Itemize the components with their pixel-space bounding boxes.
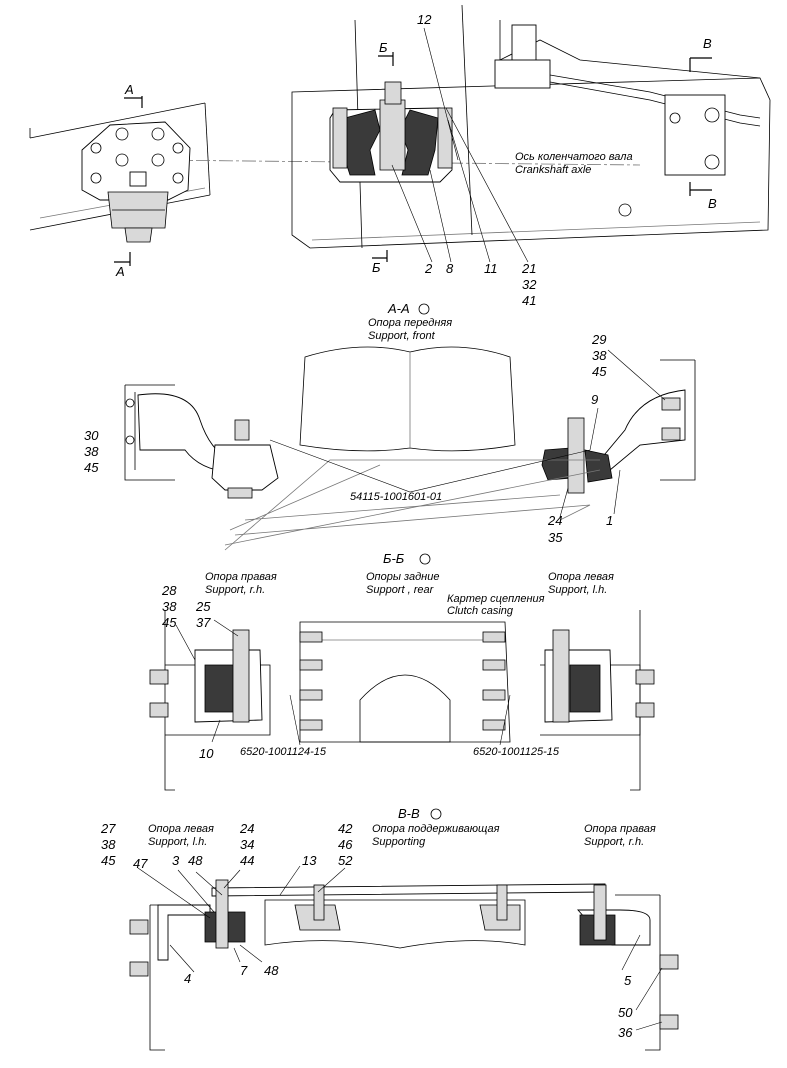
callout-4: 4 bbox=[184, 971, 191, 986]
section-v-mark-top: В bbox=[703, 36, 712, 51]
callout-38-vv: 38 bbox=[101, 837, 116, 852]
callout-32: 32 bbox=[522, 277, 537, 292]
right-support-caption-en: Support, r.h. bbox=[205, 584, 265, 596]
section-bb-title: Б-Б bbox=[383, 551, 405, 566]
callout-48-top: 48 bbox=[188, 853, 203, 868]
right-support-vv-caption-en: Support, r.h. bbox=[584, 836, 644, 848]
callout-50: 50 bbox=[618, 1005, 633, 1020]
callout-48-bottom: 48 bbox=[264, 963, 279, 978]
callout-2: 2 bbox=[424, 261, 433, 276]
section-a-mark-bottom: A bbox=[115, 264, 125, 279]
callout-10: 10 bbox=[199, 746, 214, 761]
front-support-caption-en: Support, front bbox=[368, 330, 436, 342]
callout-30: 30 bbox=[84, 428, 99, 443]
clutch-casing-caption-en: Clutch casing bbox=[447, 605, 514, 617]
rear-support-caption-en: Support , rear bbox=[366, 584, 435, 596]
supporting-caption-en: Supporting bbox=[372, 836, 426, 848]
callout-21: 21 bbox=[521, 261, 536, 276]
rear-support-caption-ru: Опоры задние bbox=[366, 571, 439, 583]
callout-8: 8 bbox=[446, 261, 454, 276]
section-v-mark-bottom: В bbox=[708, 196, 717, 211]
section-aa-view: А-А Опора передняя Support, front 54115-… bbox=[84, 301, 696, 551]
callout-38-bb: 38 bbox=[162, 599, 177, 614]
front-mount-top bbox=[81, 121, 191, 243]
callout-45-aa-left: 45 bbox=[84, 460, 99, 475]
right-support-caption-ru: Опора правая bbox=[205, 571, 277, 583]
callout-28: 28 bbox=[161, 583, 177, 598]
left-support-vv-caption-en: Support, l.h. bbox=[148, 836, 207, 848]
crankshaft-axle-en: Crankshaft axle bbox=[515, 164, 591, 176]
section-vv-view: В-В Опора левая Support, l.h. Опора подд… bbox=[100, 806, 679, 1051]
callout-41: 41 bbox=[522, 293, 536, 308]
callout-45-vv: 45 bbox=[101, 853, 116, 868]
crankshaft-axle-ru: Ось коленчатого вала bbox=[515, 151, 633, 163]
clutch-casing-caption-ru: Картер сцепления bbox=[447, 593, 545, 605]
callout-1: 1 bbox=[606, 513, 613, 528]
supporting-caption-ru: Опора поддерживающая bbox=[372, 823, 500, 835]
callout-9: 9 bbox=[591, 392, 598, 407]
section-b-mark-top: Б bbox=[379, 40, 388, 55]
section-a-mark-top: A bbox=[124, 82, 134, 97]
callout-13: 13 bbox=[302, 853, 317, 868]
callout-12: 12 bbox=[417, 12, 432, 27]
callout-47: 47 bbox=[133, 856, 148, 871]
callout-3: 3 bbox=[172, 853, 180, 868]
callout-25: 25 bbox=[195, 599, 211, 614]
front-support-caption-ru: Опора передняя bbox=[368, 317, 452, 329]
callout-11: 11 bbox=[484, 261, 498, 276]
callout-34: 34 bbox=[240, 837, 254, 852]
left-support-caption-en: Support, l.h. bbox=[548, 584, 607, 596]
callout-44: 44 bbox=[240, 853, 254, 868]
section-vv-title: В-В bbox=[398, 806, 420, 821]
right-support-part-number: 6520-1001124-15 bbox=[240, 746, 327, 758]
left-support-part-number: 6520-1001125-15 bbox=[473, 746, 560, 758]
callout-5: 5 bbox=[624, 973, 632, 988]
callout-42: 42 bbox=[338, 821, 353, 836]
callout-45-bb: 45 bbox=[162, 615, 177, 630]
callout-52: 52 bbox=[338, 853, 353, 868]
left-support-vv-caption-ru: Опора левая bbox=[148, 823, 214, 835]
callout-36: 36 bbox=[618, 1025, 633, 1040]
callout-24: 24 bbox=[547, 513, 562, 528]
left-support-caption-ru: Опора левая bbox=[548, 571, 614, 583]
callout-38-aa-left: 38 bbox=[84, 444, 99, 459]
callout-46: 46 bbox=[338, 837, 353, 852]
section-aa-title: А-А bbox=[387, 301, 410, 316]
callout-38-aa-right: 38 bbox=[592, 348, 607, 363]
rear-mount-top bbox=[329, 81, 453, 183]
callout-7: 7 bbox=[240, 963, 248, 978]
callout-29: 29 bbox=[591, 332, 606, 347]
section-b-mark-bottom: Б bbox=[372, 260, 381, 275]
callout-37: 37 bbox=[196, 615, 211, 630]
callout-45-aa-right: 45 bbox=[592, 364, 607, 379]
callout-27: 27 bbox=[100, 821, 116, 836]
front-support-part-number: 54115-1001601-01 bbox=[350, 491, 442, 503]
right-support-vv-caption-ru: Опора правая bbox=[584, 823, 656, 835]
top-view: A A Б Б В bbox=[29, 4, 771, 308]
section-bb-view: Б-Б Опора правая Support, r.h. Опоры зад… bbox=[149, 551, 655, 791]
callout-24-vv: 24 bbox=[239, 821, 254, 836]
callout-35: 35 bbox=[548, 530, 563, 545]
